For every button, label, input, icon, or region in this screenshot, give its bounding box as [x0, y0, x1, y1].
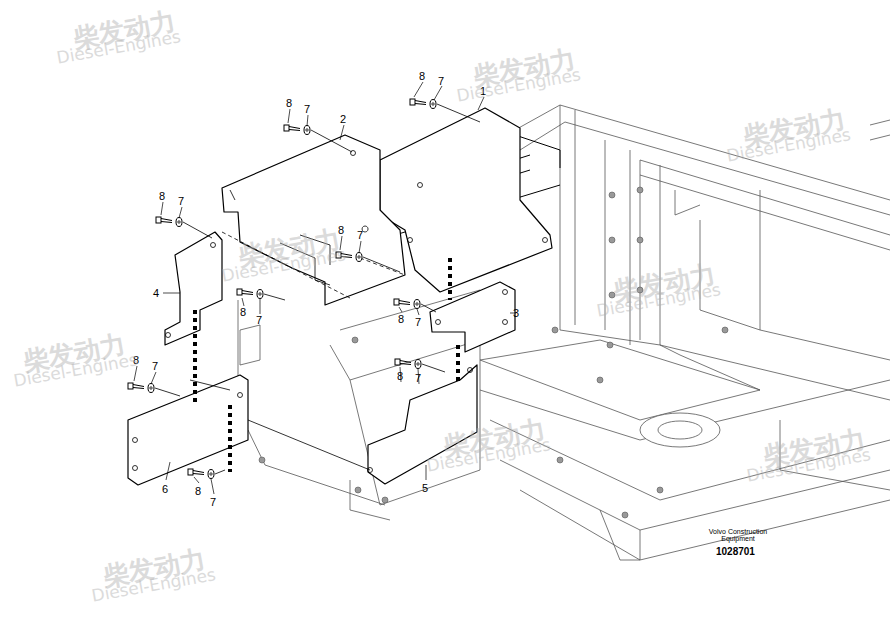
callout-number: 8	[398, 313, 404, 325]
callout-number: 3	[513, 307, 519, 319]
callout-number: 7	[304, 103, 310, 115]
maker-name: Volvo Construction Equipment	[705, 528, 771, 542]
callout-number: 7	[256, 314, 262, 326]
callout-number: 7	[178, 195, 184, 207]
callout-number: 8	[397, 370, 403, 382]
callout-number: 8	[159, 190, 165, 202]
callout-number: 5	[422, 482, 428, 494]
callout-number: 8	[195, 485, 201, 497]
callout-number: 4	[153, 287, 159, 299]
callout-number: 7	[357, 229, 363, 241]
callout-number: 8	[240, 306, 246, 318]
drawing-number: 1028701	[716, 546, 755, 557]
callout-number: 7	[438, 75, 444, 87]
callout-number: 6	[162, 483, 168, 495]
callout-number: 7	[210, 496, 216, 508]
callout-number: 2	[340, 113, 346, 125]
callout-number: 8	[286, 97, 292, 109]
callout-number: 8	[419, 70, 425, 82]
callout-number: 7	[152, 360, 158, 372]
callout-number: 7	[415, 316, 421, 328]
callout-number: 7	[415, 372, 421, 384]
